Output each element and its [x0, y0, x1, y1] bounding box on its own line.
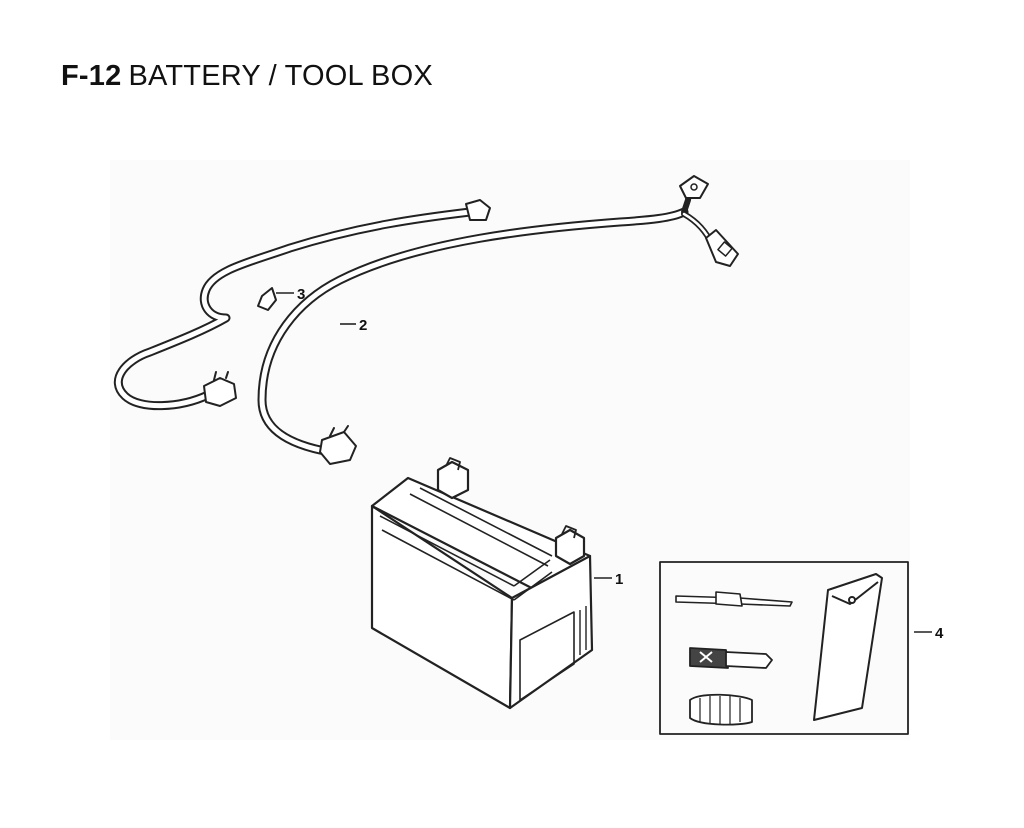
callout-label-4: 4 — [935, 625, 944, 642]
callout-label-2: 2 — [359, 317, 367, 334]
callout-1: 1 — [594, 571, 623, 588]
callout-label-3: 3 — [297, 286, 305, 303]
battery-cable-short[interactable] — [114, 199, 491, 411]
tool-kit-frame — [659, 561, 909, 735]
socket-wrench — [689, 647, 773, 669]
callout-4: 4 — [914, 625, 944, 642]
figure-name: BATTERY / TOOL BOX — [128, 60, 433, 92]
tool-bag — [813, 573, 883, 721]
battery-cable-long[interactable] — [257, 175, 739, 465]
battery[interactable] — [370, 457, 594, 710]
callout-2: 2 — [340, 317, 367, 334]
callout-3: 3 — [276, 286, 305, 303]
tool-kit[interactable] — [659, 561, 909, 735]
screwdriver — [675, 591, 793, 607]
figure-code: F-12 — [61, 60, 122, 92]
tool-pouch-small — [689, 693, 753, 726]
callout-label-1: 1 — [615, 571, 623, 588]
